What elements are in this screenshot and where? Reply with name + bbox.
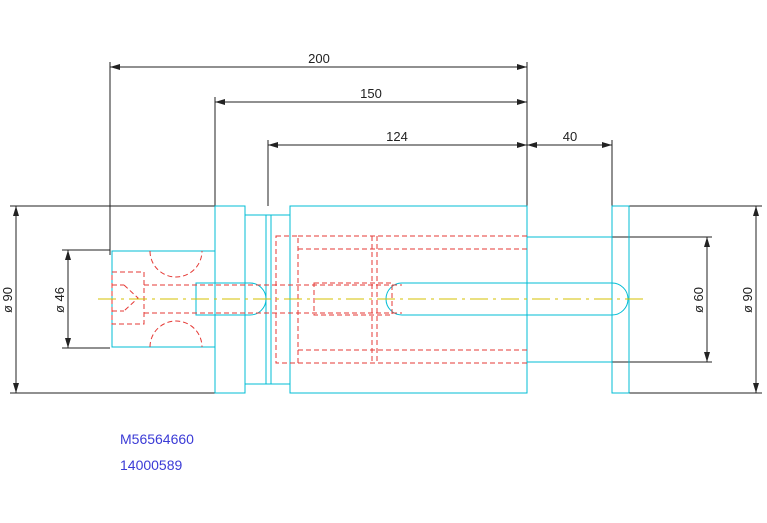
part-number-label: M56564660 [120,431,194,447]
dim-text-150: 150 [360,86,382,101]
dimension-lines [10,62,762,394]
dim-text-40: 40 [563,129,577,144]
dim-text-200: 200 [308,51,330,66]
dim-text-124: 124 [386,129,408,144]
dim-text-dia-90-right: ø 90 [740,287,755,313]
part-code-label: 14000589 [120,457,183,473]
hidden-lines [111,235,527,364]
dim-text-dia-46: ø 46 [52,287,67,313]
dim-text-dia-90-left: ø 90 [0,287,15,313]
dim-text-dia-60: ø 60 [691,287,706,313]
